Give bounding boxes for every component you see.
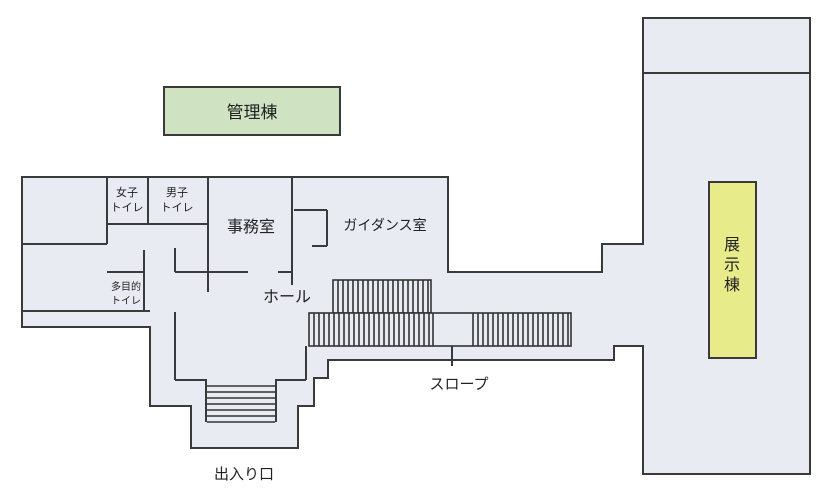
womens-toilet-label-1: 女子 [116,185,138,199]
womens-toilet-label-2: トイレ [111,201,144,214]
stairs-entrance [207,385,275,423]
office-label: 事務室 [227,217,275,236]
multipurpose-toilet-label-1: 多目的 [111,280,141,293]
admin-building[interactable] [163,86,341,136]
exhibition-building-label-1: 展 [724,235,740,254]
interior-walls [22,177,453,422]
exhibition-building-label-2: 示 [724,255,740,274]
mens-toilet-label-2: トイレ [161,201,194,214]
main-building-floor [21,17,811,475]
stairs-upper [332,279,432,314]
exhibition-building-label-3: 棟 [724,275,740,294]
guidance-room-label: ガイダンス室 [343,217,426,234]
admin-building-label: 管理棟 [227,103,278,123]
stairs-lower-right [477,313,569,346]
entrance-label: 出入り口 [214,465,274,483]
stairs-lower-left [313,313,430,346]
multipurpose-toilet-label-2: トイレ [111,296,141,307]
mens-toilet-label-1: 男子 [166,186,188,199]
exhibition-building[interactable] [708,181,757,359]
hall-label: ホール [263,287,311,306]
slope-label: スロープ [429,375,488,393]
